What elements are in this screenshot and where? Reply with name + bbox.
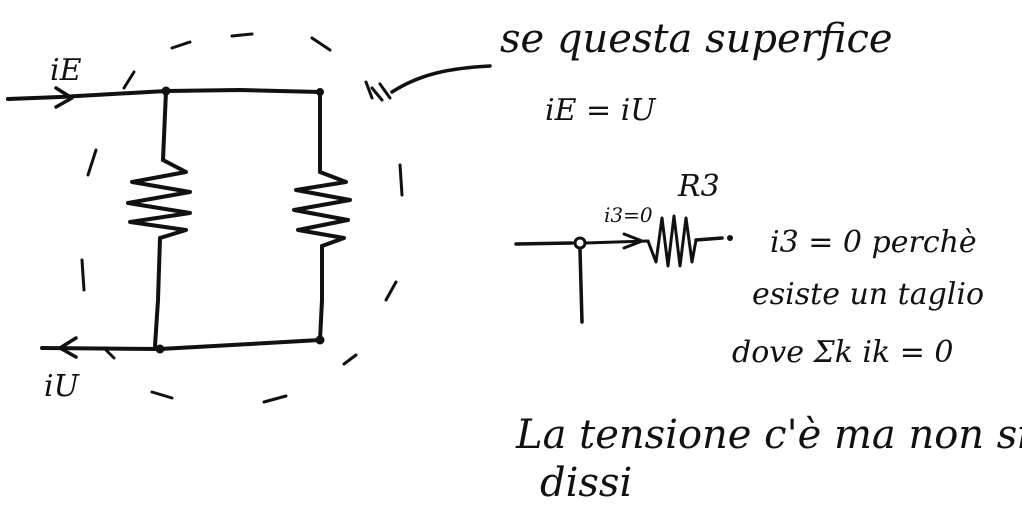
note-reason-3: dove Σk ik = 0 bbox=[732, 335, 954, 370]
left-branch-wire-bottom bbox=[153, 236, 162, 348]
branch-end-dot bbox=[727, 235, 733, 241]
left-resistor bbox=[126, 158, 192, 240]
output-arrow-icon bbox=[58, 336, 78, 359]
branch-wire-right bbox=[694, 236, 724, 242]
pointer-arrow bbox=[390, 64, 492, 94]
branch-wire-left bbox=[514, 241, 574, 246]
branch-wire-down bbox=[578, 248, 584, 324]
current-out-label: iU bbox=[44, 369, 81, 404]
right-resistor bbox=[292, 170, 352, 248]
node-bottom-left bbox=[155, 344, 165, 354]
pointer-arrow-head-icon bbox=[370, 82, 392, 102]
current-in-label: iE bbox=[50, 53, 82, 88]
branch-current-label: i3=0 bbox=[604, 203, 653, 227]
resistor-branch-sketch: R3 i3=0 bbox=[514, 169, 733, 324]
note-reason-1: i3 = 0 perchè bbox=[770, 225, 977, 260]
bottom-wire bbox=[40, 338, 322, 351]
node-top-right bbox=[316, 88, 324, 96]
node-bottom-right bbox=[315, 335, 325, 345]
note-current-equation: iE = iU bbox=[545, 93, 657, 128]
note-tension-1: La tensione c'è ma non si bbox=[515, 412, 1022, 458]
left-branch-wire-top bbox=[161, 89, 168, 162]
node-top-left bbox=[161, 86, 171, 96]
note-surface: se questa superfice bbox=[500, 16, 893, 62]
closed-surface-dashed bbox=[80, 32, 404, 404]
right-branch-wire-bottom bbox=[318, 244, 324, 342]
input-arrow-icon bbox=[54, 86, 74, 109]
circuit-diagram: iE iU bbox=[6, 32, 404, 404]
resistor-label: R3 bbox=[677, 169, 720, 204]
note-reason-2: esiste un taglio bbox=[752, 277, 984, 312]
resistor-r3 bbox=[646, 214, 698, 268]
note-tension-2: dissi bbox=[540, 460, 632, 506]
branch-current-arrow-icon bbox=[622, 232, 644, 250]
